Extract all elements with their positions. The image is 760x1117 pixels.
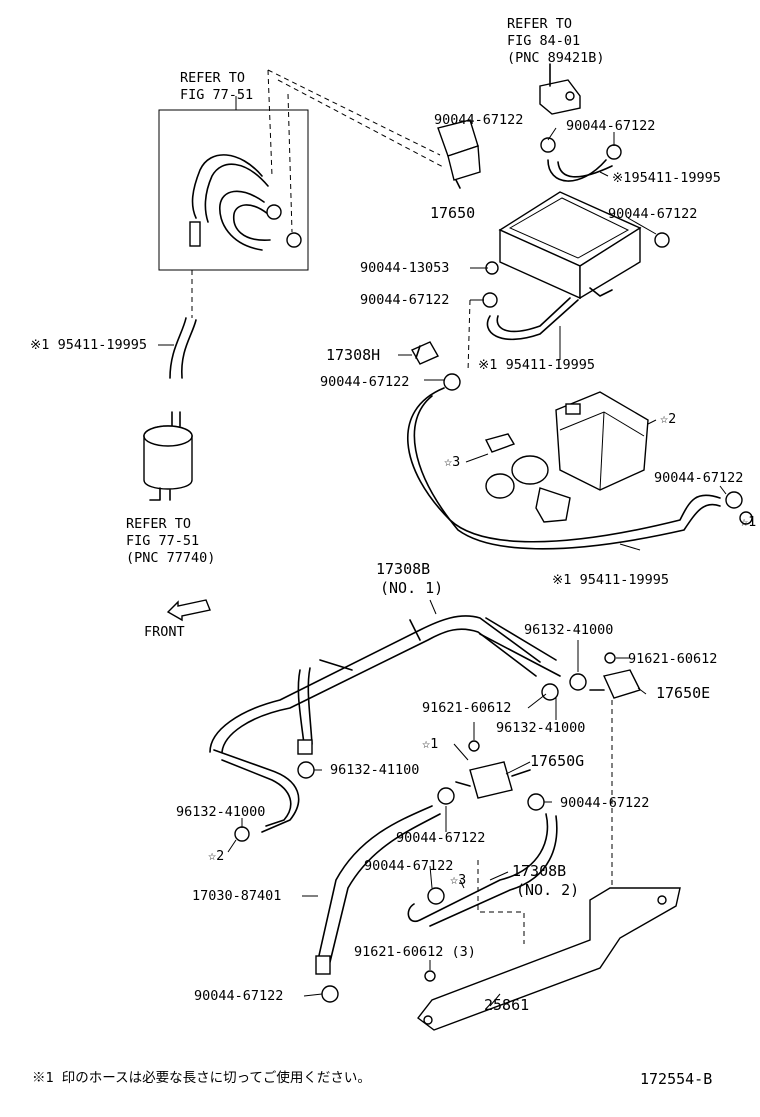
label-plug-91621-c: 91621-60612 (3) [354, 944, 476, 960]
label-clip-13053: 90044-13053 [360, 260, 449, 276]
label-clamp-96132-a: 96132-41000 [524, 622, 613, 638]
label-part-17650g: 17650G [530, 752, 584, 770]
hose-clamp-icon [482, 232, 670, 308]
label-star1-right: ☆1 [740, 514, 756, 530]
left-hose [169, 317, 197, 379]
label-hose-17030: 17030-87401 [192, 888, 281, 904]
hose-17308b-no2 [407, 813, 558, 927]
label-clamp-96132-b: 96132-41000 [496, 720, 585, 736]
hose-clamp-icon [234, 673, 587, 842]
label-clamp-c: 90044-67122 [608, 206, 697, 222]
dashed-link-bracket [477, 860, 525, 944]
hose-17308b-no1 [209, 615, 561, 833]
label-clamp-e: 90044-67122 [320, 374, 409, 390]
canister-icon [555, 391, 649, 491]
label-clamp-96132-c: 96132-41100 [330, 762, 419, 778]
label-clamp-d: 90044-67122 [360, 292, 449, 308]
label-hose-bottom: ※1 95411-19995 [552, 572, 669, 588]
label-clamp-96132-d: 96132-41000 [176, 804, 265, 820]
reference-labels: REFER TO FIG 84-01 (PNC 89421B) REFER TO… [126, 16, 605, 566]
vsv-valve-icon [455, 740, 531, 799]
bracket-icon [417, 887, 681, 1031]
fuel-filter-icon [143, 411, 193, 501]
vsv-valve-icon [437, 63, 581, 189]
canister-icon [498, 191, 642, 300]
label-clamp-a: 90044-67122 [434, 112, 523, 128]
label-clamp-h: 90044-67122 [396, 830, 485, 846]
hose-clamp-icon [437, 787, 545, 811]
ref-7751-bot-line3: (PNC 77740) [126, 550, 215, 566]
long-hose [407, 387, 721, 550]
label-plug-91621-a: 91621-60612 [628, 651, 717, 667]
label-hose-mid: ※1 95411-19995 [478, 357, 595, 373]
hose-clamp-icon [266, 204, 302, 248]
label-part-17650: 17650 [430, 204, 475, 222]
label-part-17308b-no2: 17308B [512, 862, 566, 880]
leader-lines [227, 127, 727, 1007]
ref-8401-line3: (PNC 89421B) [507, 50, 605, 66]
label-clamp-i: 90044-67122 [364, 858, 453, 874]
label-part-25861: 25861 [484, 996, 529, 1014]
label-hose-left: ※1 95411-19995 [30, 337, 147, 353]
label-hose-195411: ※195411-19995 [612, 170, 721, 186]
ref-7751-bot-line2: FIG 77-51 [126, 533, 199, 549]
label-clamp-j: 90044-67122 [194, 988, 283, 1004]
ref-8401-line2: FIG 84-01 [507, 33, 580, 49]
vsv-valve-icon [411, 341, 439, 365]
inset-box [158, 109, 309, 271]
front-arrow-icon [166, 599, 211, 622]
label-clamp-b: 90044-67122 [566, 118, 655, 134]
label-part-17308h: 17308H [326, 346, 380, 364]
footer-code: 172554-B [640, 1070, 712, 1088]
label-part-17650e: 17650E [656, 684, 710, 702]
inset-hoses [189, 154, 271, 251]
hose-clamp-icon [443, 373, 461, 391]
label-front: FRONT [144, 624, 185, 640]
hose-17030 [315, 805, 441, 975]
footer: ※1 印のホースは必要な長さに切ってご使用ください。 172554-B [32, 1069, 712, 1088]
footer-note: ※1 印のホースは必要な長さに切ってご使用ください。 [32, 1069, 371, 1086]
label-star2-bot: ☆2 [208, 848, 224, 864]
ref-8401-line1: REFER TO [507, 16, 572, 32]
hose-clamp-icon [725, 491, 753, 525]
short-hose-top [547, 159, 613, 182]
label-plug-91621-b: 91621-60612 [422, 700, 511, 716]
dashed-links-inset [191, 69, 446, 318]
hose-clamp-icon [321, 887, 445, 1003]
label-clamp-g: 90044-67122 [560, 795, 649, 811]
label-clamp-f: 90044-67122 [654, 470, 743, 486]
dashed-link-17308H [467, 299, 471, 373]
label-part-17308b-no2-sub: (NO. 2) [516, 881, 579, 899]
label-star3-top: ☆3 [444, 454, 460, 470]
label-star1-mid: ☆1 [422, 736, 438, 752]
label-star3-bot: ☆3 [450, 872, 466, 888]
ref-7751-bot-line1: REFER TO [126, 516, 191, 532]
ref-7751-top-line2: FIG 77-51 [180, 87, 253, 103]
label-part-17308b-no1-sub: (NO. 1) [380, 579, 443, 597]
label-star2-top: ☆2 [660, 411, 676, 427]
ref-7751-top-line1: REFER TO [180, 70, 245, 86]
part-labels: 90044-67122 90044-67122 ※195411-19995 17… [30, 112, 756, 1014]
canister-hose [486, 297, 579, 341]
label-part-17308b-no1: 17308B [376, 560, 430, 578]
hose-clamp-icon [540, 137, 622, 160]
vsv-valve-icon [484, 433, 571, 523]
